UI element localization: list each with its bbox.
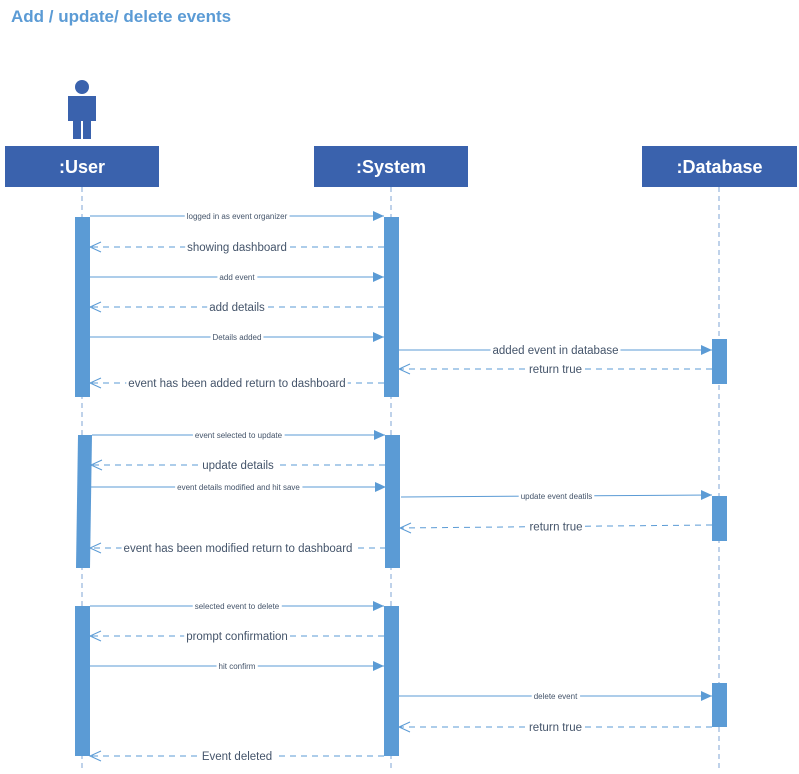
message-label-bg xyxy=(216,662,258,671)
message-label-bg xyxy=(192,602,282,611)
arrowhead-open xyxy=(88,377,102,389)
message-label-bg xyxy=(199,751,275,763)
message-label-bg xyxy=(526,364,585,376)
arrowhead-filled xyxy=(375,482,386,492)
participant-box-system xyxy=(314,146,468,187)
arrowhead-open xyxy=(88,630,102,642)
arrowhead-filled xyxy=(701,345,712,355)
message-label-bg xyxy=(184,212,290,221)
message-label: hit confirm xyxy=(219,662,256,671)
arrowhead-open xyxy=(88,301,102,313)
participant-box-database xyxy=(642,146,797,187)
arrowhead-filled xyxy=(373,272,384,282)
message-label: delete event xyxy=(534,692,578,701)
message-label: event has been added return to dashboard xyxy=(128,378,345,390)
arrowhead-filled xyxy=(373,661,384,671)
message-label: event details modified and hit save xyxy=(177,483,300,492)
person-icon xyxy=(75,80,89,94)
message-label: selected event to delete xyxy=(195,602,280,611)
message-label: Event deleted xyxy=(202,751,272,763)
message-label: add details xyxy=(209,302,265,314)
arrowhead-open xyxy=(398,522,412,534)
message-label: update event deatils xyxy=(521,492,593,501)
message-label-bg xyxy=(192,431,285,440)
arrowhead-open xyxy=(89,459,103,471)
arrowhead-filled xyxy=(701,490,712,500)
arrowhead-open xyxy=(88,542,102,554)
arrowhead-open xyxy=(88,750,102,762)
activation-bar-database xyxy=(712,496,727,541)
message-label-bg xyxy=(200,460,277,472)
participant-label-system: :System xyxy=(356,157,426,177)
diagram-title: Add / update/ delete events xyxy=(11,7,232,26)
message-label-bg xyxy=(185,242,289,254)
activation-bar-user xyxy=(75,606,90,756)
participant-label-database: :Database xyxy=(676,157,762,177)
message-label-bg xyxy=(210,333,264,342)
message-label: add event xyxy=(219,273,255,282)
arrowhead-filled xyxy=(701,691,712,701)
message-label: event has been modified return to dashbo… xyxy=(124,543,353,555)
arrowhead-open xyxy=(397,363,411,375)
activation-bar-system xyxy=(385,435,400,568)
message-label: logged in as event organizer xyxy=(187,212,288,221)
message-label-bg xyxy=(527,521,585,534)
activation-bar-database xyxy=(712,683,727,727)
message-label-bg xyxy=(518,492,595,501)
message-label-bg xyxy=(126,378,348,390)
arrowhead-filled xyxy=(374,430,385,440)
arrowhead-filled xyxy=(373,601,384,611)
activation-bar-user xyxy=(75,217,90,397)
activation-bar-system xyxy=(384,217,399,397)
arrowhead-filled xyxy=(373,211,384,221)
message-label: prompt confirmation xyxy=(186,631,288,643)
message-label-bg xyxy=(531,692,581,701)
message-label: Details added xyxy=(213,333,262,342)
message-label: showing dashboard xyxy=(187,242,287,254)
activation-bar-system xyxy=(384,606,399,756)
arrowhead-open xyxy=(88,241,102,253)
message-label: return true xyxy=(529,722,582,734)
arrowhead-filled xyxy=(373,332,384,342)
message-label-bg xyxy=(526,722,585,734)
message-label-bg xyxy=(490,345,621,357)
message-label: return true xyxy=(529,364,582,376)
activation-bar-database xyxy=(712,339,727,384)
participant-label-user: :User xyxy=(59,157,105,177)
arrowhead-open xyxy=(397,721,411,733)
message-label: event selected to update xyxy=(195,431,283,440)
message-label-bg xyxy=(184,631,290,643)
person-icon-body xyxy=(68,96,96,139)
message-label-bg xyxy=(207,302,268,314)
message-label-bg xyxy=(175,483,303,492)
message-label-bg xyxy=(121,543,355,555)
activation-bar-user xyxy=(76,435,92,568)
participant-box-user xyxy=(5,146,159,187)
message-label-bg xyxy=(217,273,258,282)
message-label: return true xyxy=(529,522,582,534)
message-label: added event in database xyxy=(493,345,619,357)
message-label: update details xyxy=(202,460,274,472)
